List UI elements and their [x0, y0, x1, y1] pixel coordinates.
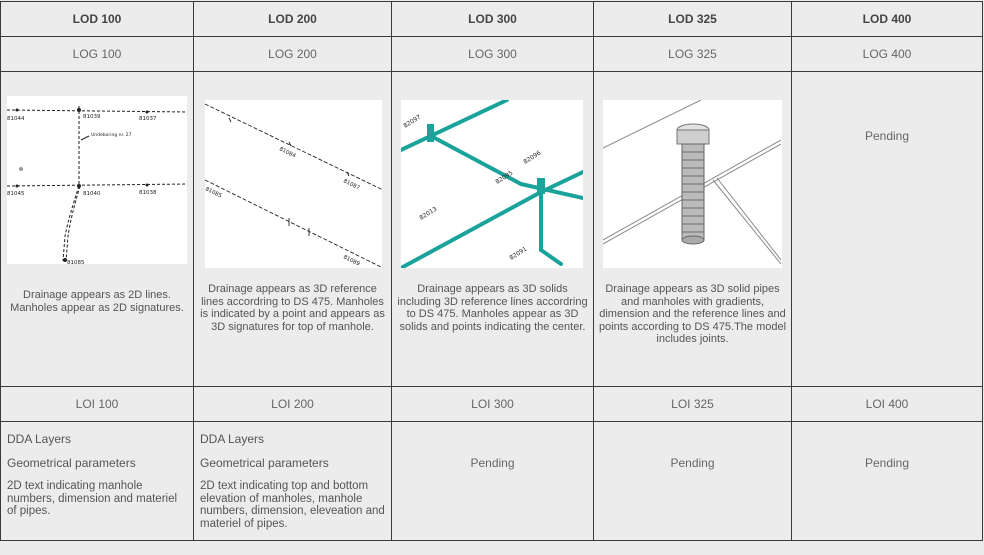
- geometry-desc-300: Drainage appears as 3D solids including …: [397, 283, 588, 333]
- info-100-params: Geometrical parameters: [7, 456, 136, 470]
- lod-header-row: LOD 100 LOD 200 LOD 300 LOD 325 LOD 400: [0, 1, 983, 37]
- geometry-cell-200: 81085 81084 81087 81089 Drainage appears…: [193, 71, 392, 387]
- label-81040: 81040: [83, 191, 101, 197]
- information-cell-325: Pending: [593, 421, 792, 541]
- loi-row: LOI 100 LOI 200 LOI 300 LOI 325 LOI 400: [0, 386, 983, 422]
- label-81038: 81038: [139, 190, 157, 196]
- log-325: LOG 325: [593, 36, 792, 72]
- label-undeboring: Undeboring nr. 27: [91, 132, 132, 138]
- info-200-text: 2D text indicating top and bottom elevat…: [200, 480, 385, 530]
- lod-400-header: LOD 400: [791, 1, 983, 37]
- information-cell-300: Pending: [391, 421, 594, 541]
- info-100-layers: DDA Layers: [7, 432, 72, 446]
- geometry-cell-400: Pending: [791, 71, 983, 387]
- label-82091: 82091: [508, 246, 528, 262]
- loi-400: LOI 400: [791, 386, 983, 422]
- label-82097: 82097: [402, 114, 422, 130]
- loi-300: LOI 300: [391, 386, 594, 422]
- label-81044: 81044: [7, 116, 25, 122]
- label-81087: 81087: [342, 178, 361, 191]
- log-300: LOG 300: [391, 36, 594, 72]
- log-row: LOG 100 LOG 200 LOG 300 LOG 325 LOG 400: [0, 36, 983, 72]
- lod-100-header: LOD 100: [0, 1, 194, 37]
- information-cell-100: DDA Layers Geometrical parameters 2D tex…: [0, 421, 194, 541]
- info-100-text: 2D text indicating manhole numbers, dime…: [7, 480, 178, 517]
- information-row: DDA Layers Geometrical parameters 2D tex…: [0, 421, 983, 541]
- geometry-cell-100: 81044 81039 81037 Undeboring nr. 27 8104…: [0, 71, 194, 387]
- info-400-pending: Pending: [864, 456, 910, 470]
- lod-200-header: LOD 200: [193, 1, 392, 37]
- info-300-pending: Pending: [470, 456, 515, 470]
- label-81084: 81084: [278, 146, 297, 159]
- info-200-params: Geometrical parameters: [200, 456, 329, 470]
- drawing-3d-manhole: [603, 100, 782, 268]
- geometry-desc-200: Drainage appears as 3D reference lines a…: [200, 283, 385, 333]
- information-cell-400: Pending: [791, 421, 983, 541]
- lod-325-header: LOD 325: [593, 1, 792, 37]
- log-100: LOG 100: [0, 36, 194, 72]
- info-200-layers: DDA Layers: [200, 432, 265, 446]
- lod-table: LOD 100 LOD 200 LOD 300 LOD 325 LOD 400 …: [0, 1, 983, 541]
- lod-300-header: LOD 300: [391, 1, 594, 37]
- loi-325: LOI 325: [593, 386, 792, 422]
- geometry-pending-400: Pending: [864, 129, 910, 143]
- label-82013: 82013: [418, 206, 438, 222]
- information-cell-200: DDA Layers Geometrical parameters 2D tex…: [193, 421, 392, 541]
- info-325-pending: Pending: [670, 456, 715, 470]
- geometry-desc-325: Drainage appears as 3D solid pipes and m…: [598, 283, 787, 345]
- label-81039: 81039: [83, 114, 101, 120]
- label-81085: 81085: [205, 186, 223, 199]
- log-200: LOG 200: [193, 36, 392, 72]
- label-81045: 81045: [7, 191, 25, 197]
- drawing-2d-lines: 81044 81039 81037 Undeboring nr. 27 8104…: [7, 96, 187, 264]
- geometry-row: 81044 81039 81037 Undeboring nr. 27 8104…: [0, 71, 983, 387]
- geometry-desc-100: Drainage appears as 2D lines. Manholes a…: [10, 289, 184, 314]
- loi-200: LOI 200: [193, 386, 392, 422]
- geometry-cell-325: Drainage appears as 3D solid pipes and m…: [593, 71, 792, 387]
- loi-100: LOI 100: [0, 386, 194, 422]
- drawing-3d-reference-lines: 81085 81084 81087 81089: [205, 100, 382, 268]
- label-81089: 81089: [342, 254, 361, 267]
- label-81085: 81085: [67, 260, 85, 264]
- label-81037: 81037: [139, 116, 157, 122]
- log-400: LOG 400: [791, 36, 983, 72]
- drawing-3d-solids: 82097 82096 82095 82013 82091: [401, 100, 583, 268]
- label-82096: 82096: [522, 150, 542, 166]
- geometry-cell-300: 82097 82096 82095 82013 82091 Drainage a…: [391, 71, 594, 387]
